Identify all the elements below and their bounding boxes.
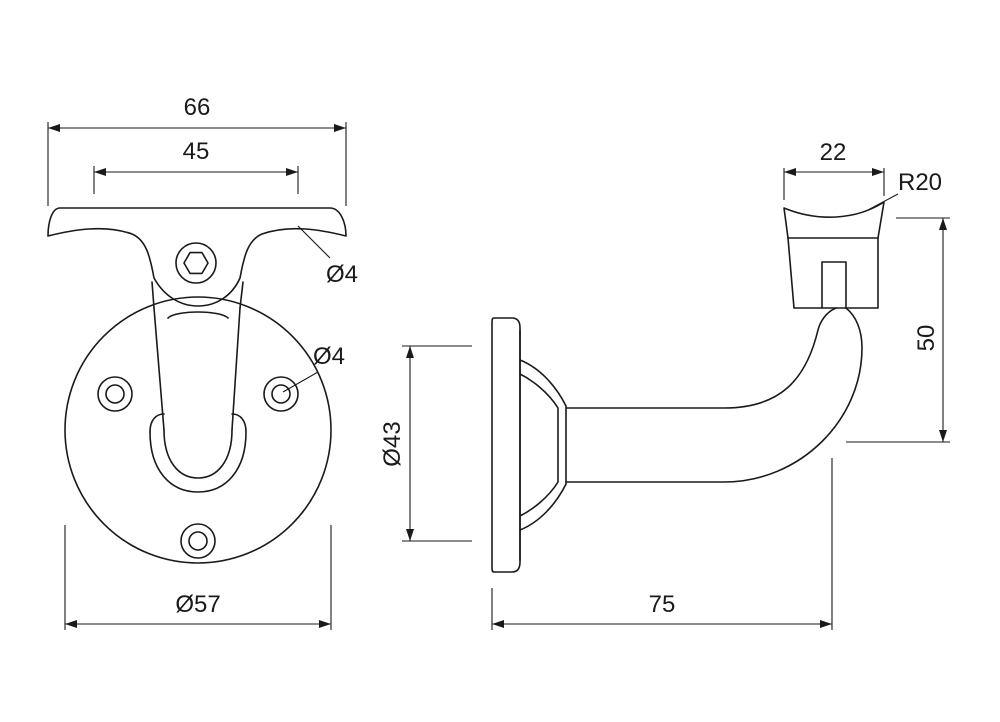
- dim-projection-label: 75: [649, 591, 676, 618]
- stem-column-outer: [149, 413, 247, 493]
- stem-base-curve: [149, 413, 165, 433]
- dim-saddle-width: 22: [783, 139, 885, 200]
- base-hole-bottom: [180, 523, 216, 559]
- bracket-arm: [565, 307, 837, 409]
- front-view: 66 45 Ø4 Ø4 Ø57: [47, 94, 358, 630]
- dim-saddle-width-label: 22: [820, 139, 847, 166]
- saddle-block: [783, 201, 885, 309]
- hex-screw: [175, 242, 217, 284]
- stem-column-inner: [163, 429, 233, 479]
- stem-column: [153, 307, 241, 431]
- leader-top-hole: Ø4: [297, 225, 358, 288]
- base-hole-right: [263, 376, 299, 412]
- dim-height-label: 50: [913, 325, 940, 352]
- leader-base-hole: Ø4: [282, 343, 345, 393]
- dim-projection: 75: [491, 458, 833, 630]
- leader-saddle-radius: R20: [867, 169, 942, 211]
- stem-neck: [151, 281, 244, 309]
- side-view: 22 R20 50 Ø43 75: [379, 139, 950, 630]
- leader-top-hole-label: Ø4: [326, 261, 358, 288]
- stem-top-notch: [167, 311, 229, 319]
- dim-overall-width: 66: [47, 94, 347, 206]
- saddle-bar: [47, 207, 347, 307]
- base-hole-left: [97, 376, 133, 412]
- saddle-neck: [821, 261, 847, 309]
- dim-flange-diameter: Ø43: [379, 345, 472, 542]
- dim-flange-diameter-label: Ø43: [379, 421, 406, 466]
- leader-saddle-radius-label: R20: [898, 169, 942, 196]
- dim-height: 50: [846, 217, 950, 443]
- leader-base-hole-label: Ø4: [313, 343, 345, 370]
- bracket-arm-lower: [565, 307, 863, 483]
- base-plate-disc: [64, 296, 332, 564]
- dim-hole-spacing-label: 45: [183, 138, 210, 165]
- dim-overall-width-label: 66: [184, 94, 211, 121]
- flange-boss-inner: [519, 373, 559, 517]
- flange-boss: [519, 359, 567, 531]
- dim-base-diameter: Ø57: [64, 525, 332, 630]
- dim-hole-spacing: 45: [93, 138, 299, 194]
- dim-base-diameter-label: Ø57: [175, 591, 220, 618]
- wall-flange: [491, 317, 521, 573]
